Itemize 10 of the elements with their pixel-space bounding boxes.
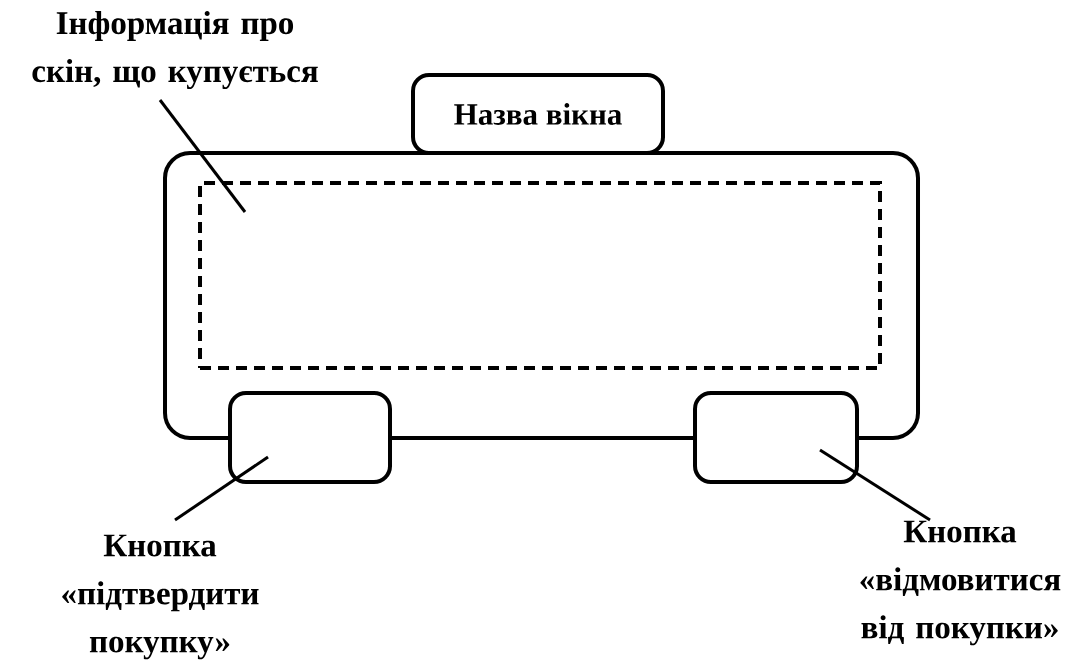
- button-shape: [228, 391, 392, 484]
- leader-line: [174, 455, 269, 522]
- callout-text: Кнопка «відмовитися від покупки»: [860, 520, 1061, 646]
- button-shape: [693, 391, 859, 484]
- leader-line: [158, 99, 247, 213]
- content-area: [198, 181, 882, 370]
- callout-text: Кнопка «підтвердити покупку»: [62, 534, 259, 660]
- callout-text: Інформація про скін, що купується: [32, 11, 318, 89]
- title-tab: Назва вікна: [411, 73, 665, 155]
- leader-line: [819, 448, 931, 522]
